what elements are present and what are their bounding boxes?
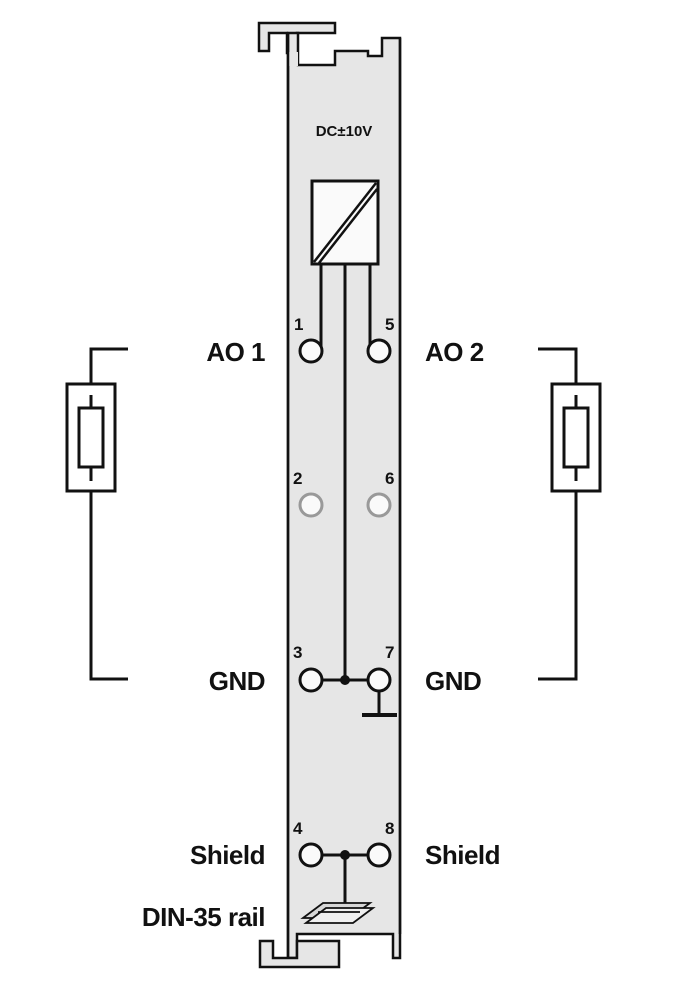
label-shield-left: Shield xyxy=(190,840,265,870)
label-shield-right: Shield xyxy=(425,840,500,870)
junction-dot xyxy=(340,675,350,685)
terminal-6[interactable] xyxy=(366,492,392,518)
label-ao2: AO 2 xyxy=(425,337,484,367)
load-resistor-left xyxy=(65,347,128,681)
terminal-2[interactable] xyxy=(298,492,324,518)
converter-icon xyxy=(310,179,380,266)
label-gnd-right: GND xyxy=(425,666,481,696)
label-gnd-left: GND xyxy=(209,666,265,696)
pin-number-8: 8 xyxy=(385,819,394,838)
terminal-3[interactable] xyxy=(298,667,324,693)
pin-number-1: 1 xyxy=(294,315,303,334)
junction-dot xyxy=(340,850,350,860)
voltage-label: DC±10V xyxy=(316,123,373,140)
terminal-5[interactable] xyxy=(366,338,392,364)
pin-number-2: 2 xyxy=(293,469,302,488)
pin-number-6: 6 xyxy=(385,469,394,488)
pin-number-4: 4 xyxy=(293,819,303,838)
pin-number-7: 7 xyxy=(385,643,394,662)
label-din-rail: DIN-35 rail xyxy=(142,902,265,932)
din-rail-icon xyxy=(300,902,376,924)
terminal-8[interactable] xyxy=(366,842,392,868)
terminal-4[interactable] xyxy=(298,842,324,868)
terminal-1[interactable] xyxy=(298,338,324,364)
pin-number-3: 3 xyxy=(293,643,302,662)
label-ao1: AO 1 xyxy=(206,337,265,367)
terminal-7[interactable] xyxy=(366,667,392,693)
load-resistor-right xyxy=(538,347,602,681)
pin-number-5: 5 xyxy=(385,315,394,334)
